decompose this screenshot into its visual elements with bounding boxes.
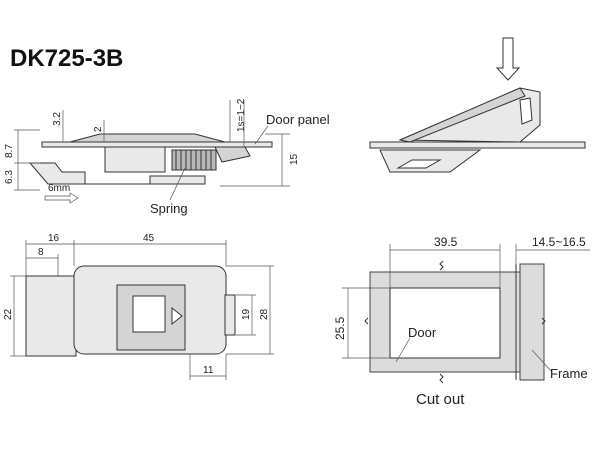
arrow-mark-icon: [171, 306, 183, 326]
frame-label: Frame: [550, 366, 588, 381]
travel-label: 6mm: [48, 183, 70, 194]
iso-lower-slot: [396, 159, 442, 169]
iso-panel: [369, 141, 586, 149]
latch-right-tab: [224, 294, 236, 336]
break-mark-top: [439, 260, 444, 271]
latch-body: [104, 146, 166, 173]
dim-2: 2: [93, 126, 104, 132]
cutout-caption: Cut out: [416, 391, 465, 408]
spring-leader: [169, 167, 186, 201]
dim-22: 22: [3, 308, 14, 320]
dim-15: 15: [289, 153, 300, 165]
dim-thickness: 1s=1~2: [236, 98, 247, 132]
break-mark-right: [541, 317, 546, 325]
door-label: Door: [408, 325, 437, 340]
dim-8: 8: [38, 247, 44, 258]
press-arrow-icon: [495, 37, 521, 81]
iso-slot: [519, 97, 533, 125]
door-panel-leader: [254, 125, 269, 145]
dim-3-2: 3.2: [52, 112, 63, 126]
travel-arrow-icon: [44, 192, 79, 204]
door-leader: [395, 337, 411, 363]
dim-11: 11: [203, 365, 214, 376]
door-panel-label: Door panel: [266, 112, 330, 127]
break-mark-bottom: [439, 373, 444, 384]
button-face: [132, 295, 166, 333]
dim-19: 19: [241, 308, 252, 320]
latch-cap: [69, 133, 226, 143]
dim-6-3: 6.3: [4, 170, 15, 184]
dim-height: 25.5: [333, 316, 347, 340]
frame-bar: [519, 263, 545, 381]
break-mark-left: [364, 317, 369, 325]
dim-frame: 14.5~16.5: [532, 235, 586, 249]
right-hook: [214, 146, 251, 163]
dim-width: 39.5: [434, 235, 458, 249]
dim-16: 16: [48, 233, 60, 244]
dim-28: 28: [259, 308, 270, 320]
dim-45: 45: [143, 233, 155, 244]
spring-coil: [171, 149, 217, 171]
iso-wedge-edge: [398, 87, 526, 143]
dim-8-7: 8.7: [4, 144, 15, 158]
iso-view: [369, 37, 586, 173]
door-panel-plate: [41, 141, 273, 148]
latch-bolt: [28, 162, 206, 185]
product-title: DK725-3B: [10, 45, 123, 72]
cutout-view: 39.5 14.5~16.5 25.5 Door Frame Cut out: [333, 235, 590, 408]
front-view: 16 45 8 22 19 28 11: [3, 233, 274, 380]
side-view: 8.7 6.3 3.2 2 1s=1~2 Door panel 15 6mm S…: [4, 98, 330, 216]
cutout-hole: [389, 287, 501, 359]
latch-left-block: [25, 275, 77, 357]
frame-leader: [531, 349, 553, 373]
spring-label: Spring: [150, 201, 188, 216]
